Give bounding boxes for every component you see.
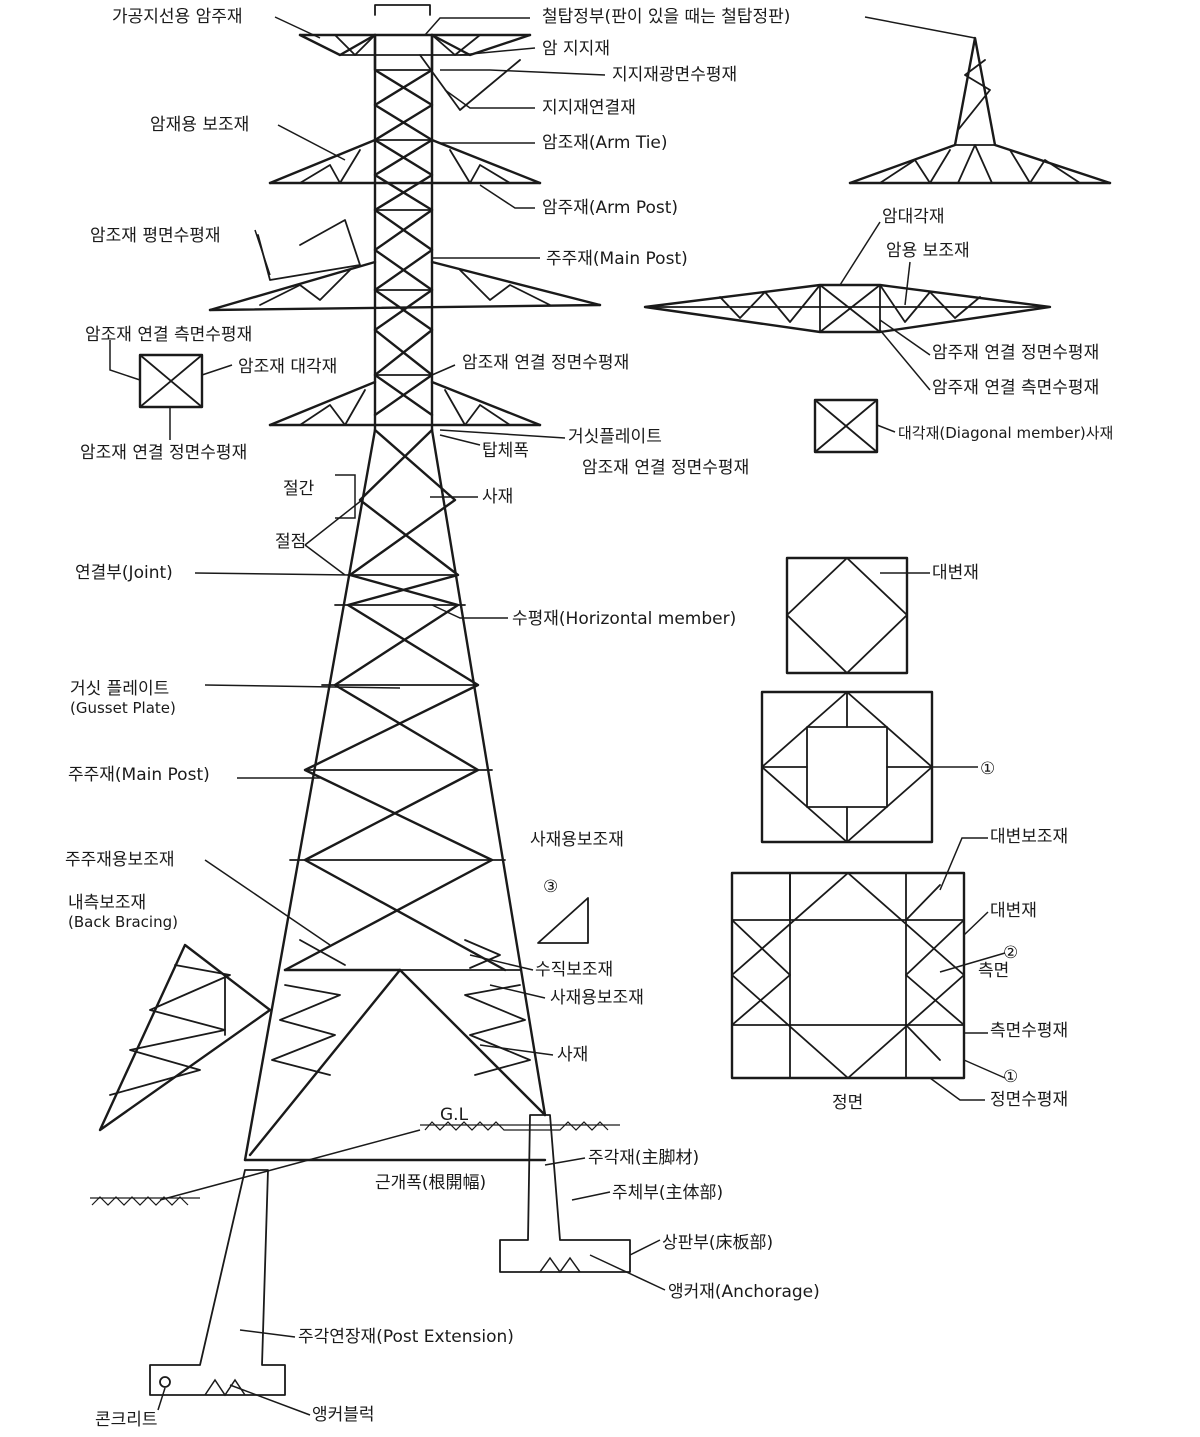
foundation-right	[499, 1114, 631, 1274]
label-back-bracing-ko: 내측보조재	[68, 893, 146, 913]
label-arm-tie-plane: 암조재 평면수평재	[90, 226, 221, 246]
label-diag-aux: 사재용보조재	[550, 988, 644, 1008]
plan-square-2	[760, 690, 934, 844]
label-arm-tie-front-left: 암조재 연결 정면수평재	[80, 443, 247, 463]
label-main-leg: 주각재(主脚材)	[588, 1148, 699, 1168]
peak-detail	[848, 36, 1112, 185]
plan-square-1	[785, 556, 909, 675]
label-arm-post: 암주재(Arm Post)	[542, 198, 678, 218]
label-front: 정면	[832, 1093, 863, 1113]
label-post-extension: 주각연장재(Post Extension)	[298, 1327, 514, 1347]
label-joint: 연결부(Joint)	[75, 563, 173, 583]
label-gusset-plate-top: 거싯플레이트	[568, 427, 662, 447]
label-main-post-aux: 주주재용보조재	[65, 850, 174, 870]
label-edge-aux: 대변보조재	[990, 827, 1068, 847]
label-gl: G.L	[440, 1105, 469, 1125]
label-horizontal-member: 수평재(Horizontal member)	[512, 609, 736, 629]
arm-2	[208, 219, 602, 312]
label-tower-top: 철탑정부(판이 있을 때는 철탑정판)	[542, 7, 790, 27]
label-side: 측면	[978, 961, 1009, 981]
label-side-horizontal: 측면수평재	[990, 1021, 1068, 1041]
label-arm-tie-front-mid: 암조재 연결 정면수평재	[462, 353, 629, 373]
label-arm-aux2: 암용 보조재	[886, 241, 970, 261]
small-triangle-detail	[537, 897, 589, 944]
box-left	[138, 353, 204, 409]
label-edge-member-1: 대변재	[932, 563, 979, 583]
label-arm-tie-diag: 암조재 대각재	[238, 357, 337, 377]
label-base-plate: 상판부(床板部)	[662, 1233, 773, 1253]
label-main-post-top: 주주재(Main Post)	[546, 249, 688, 269]
label-tower-width: 탑체폭	[482, 441, 529, 461]
arm-1	[268, 138, 542, 185]
label-diagonal-low: 사재	[557, 1045, 588, 1065]
back-bracing-detail	[98, 943, 272, 1132]
label-arm-support: 암 지지재	[542, 39, 610, 59]
label-arm-post-front: 암주재 연결 정면수평재	[932, 343, 1099, 363]
label-main-post-mid: 주주재(Main Post)	[68, 765, 210, 785]
box-right	[813, 398, 879, 454]
label-back-bracing-en: (Back Bracing)	[68, 913, 178, 931]
ground-lines	[90, 1121, 620, 1206]
label-arm-post-side: 암주재 연결 측면수평재	[932, 378, 1099, 398]
label-anchor-block: 앵커블럭	[312, 1405, 375, 1425]
label-arm-diag: 암대각재	[882, 207, 945, 227]
label-circle-1b: ①	[1003, 1067, 1018, 1087]
arm-plan-detail	[643, 283, 1052, 334]
label-diagonal-top: 사재	[482, 487, 513, 507]
label-anchorage: 앵커재(Anchorage)	[668, 1282, 820, 1302]
label-gusset-ko: 거싯 플레이트	[70, 679, 169, 699]
label-front-horizontal: 정면수평재	[990, 1090, 1068, 1110]
label-arm-tie-front-right: 암조재 연결 정면수평재	[582, 458, 749, 478]
label-diag-aux-title: 사재용보조재	[530, 830, 624, 850]
label-concrete: 콘크리트	[95, 1410, 158, 1430]
label-base-width: 근개폭(根開幅)	[375, 1173, 486, 1193]
label-support-horizontal: 지지재광면수평재	[612, 65, 737, 85]
label-support-connect: 지지재연결재	[542, 98, 636, 118]
upper-mast	[373, 33, 434, 432]
plan-square-3	[730, 871, 966, 1080]
label-diagonal-member: 대각재(Diagonal member)사재	[898, 424, 1113, 442]
top-arm	[298, 4, 532, 111]
leader-lines	[109, 16, 1006, 1416]
label-body: 주체부(主体部)	[612, 1183, 723, 1203]
label-arm-tie: 암조재(Arm Tie)	[542, 133, 668, 153]
label-edge-member-2: 대변재	[990, 901, 1037, 921]
label-panel: 절간	[283, 479, 315, 499]
arm-3	[268, 380, 542, 427]
label-arm-aux: 암재용 보조재	[150, 115, 249, 135]
label-node: 절점	[275, 532, 306, 552]
label-circle-2: ②	[1003, 943, 1018, 963]
label-overhead-arm: 가공지선용 암주재	[112, 7, 243, 27]
label-circle-3: ③	[543, 877, 558, 897]
label-circle-1a: ①	[980, 759, 995, 779]
label-gusset-en: (Gusset Plate)	[70, 699, 176, 717]
labels: 가공지선용 암주재 철탑정부(판이 있을 때는 철탑정판) 암 지지재 지지재광…	[65, 7, 1113, 1430]
lower-body	[243, 428, 547, 1162]
label-vertical-aux: 수직보조재	[535, 960, 613, 980]
label-arm-tie-side-left: 암조재 연결 측면수평재	[85, 325, 252, 345]
tower-body	[90, 4, 631, 1397]
foundation-left	[149, 1169, 286, 1397]
